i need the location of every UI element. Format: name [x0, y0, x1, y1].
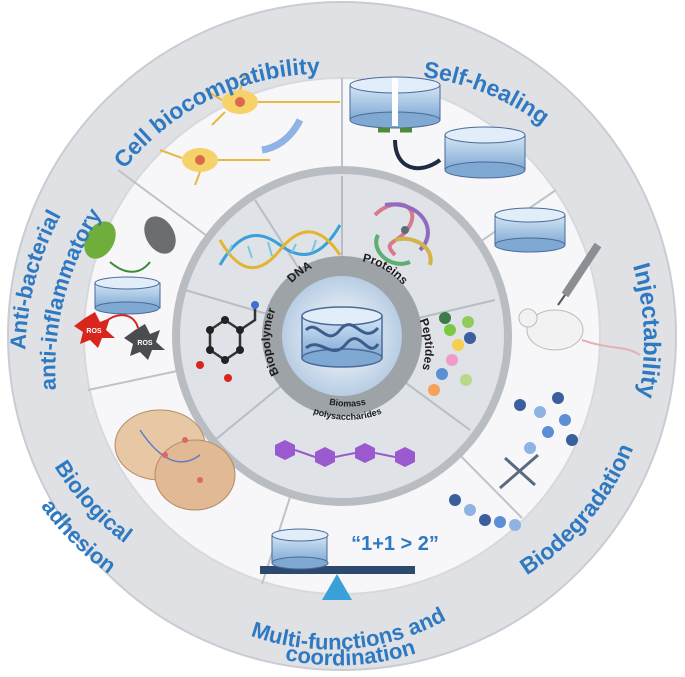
label-biomass: Biomass	[328, 397, 366, 409]
seesaw-illustration	[260, 528, 415, 600]
dna-helix-illustration	[218, 224, 342, 269]
protein-illustration	[373, 202, 433, 266]
antibacterial-illustration	[74, 216, 176, 360]
tissue-adhesion-illustration	[114, 409, 236, 511]
ros-label-red: ROS	[86, 328, 102, 335]
peptide-beads-illustration	[428, 312, 476, 396]
label-peptides: Peptides	[417, 316, 437, 372]
self-healing-illustration	[349, 76, 526, 179]
neuron-illustration	[159, 74, 340, 186]
molecule-illustration	[196, 301, 259, 382]
biodegradation-illustration	[449, 392, 578, 531]
center-hydrogel	[301, 306, 383, 368]
injectability-illustration	[494, 207, 641, 356]
polysaccharide-illustration	[275, 440, 415, 467]
ros-label-gray: ROS	[137, 340, 153, 347]
synergy-label: “1+1 > 2”	[351, 533, 439, 555]
